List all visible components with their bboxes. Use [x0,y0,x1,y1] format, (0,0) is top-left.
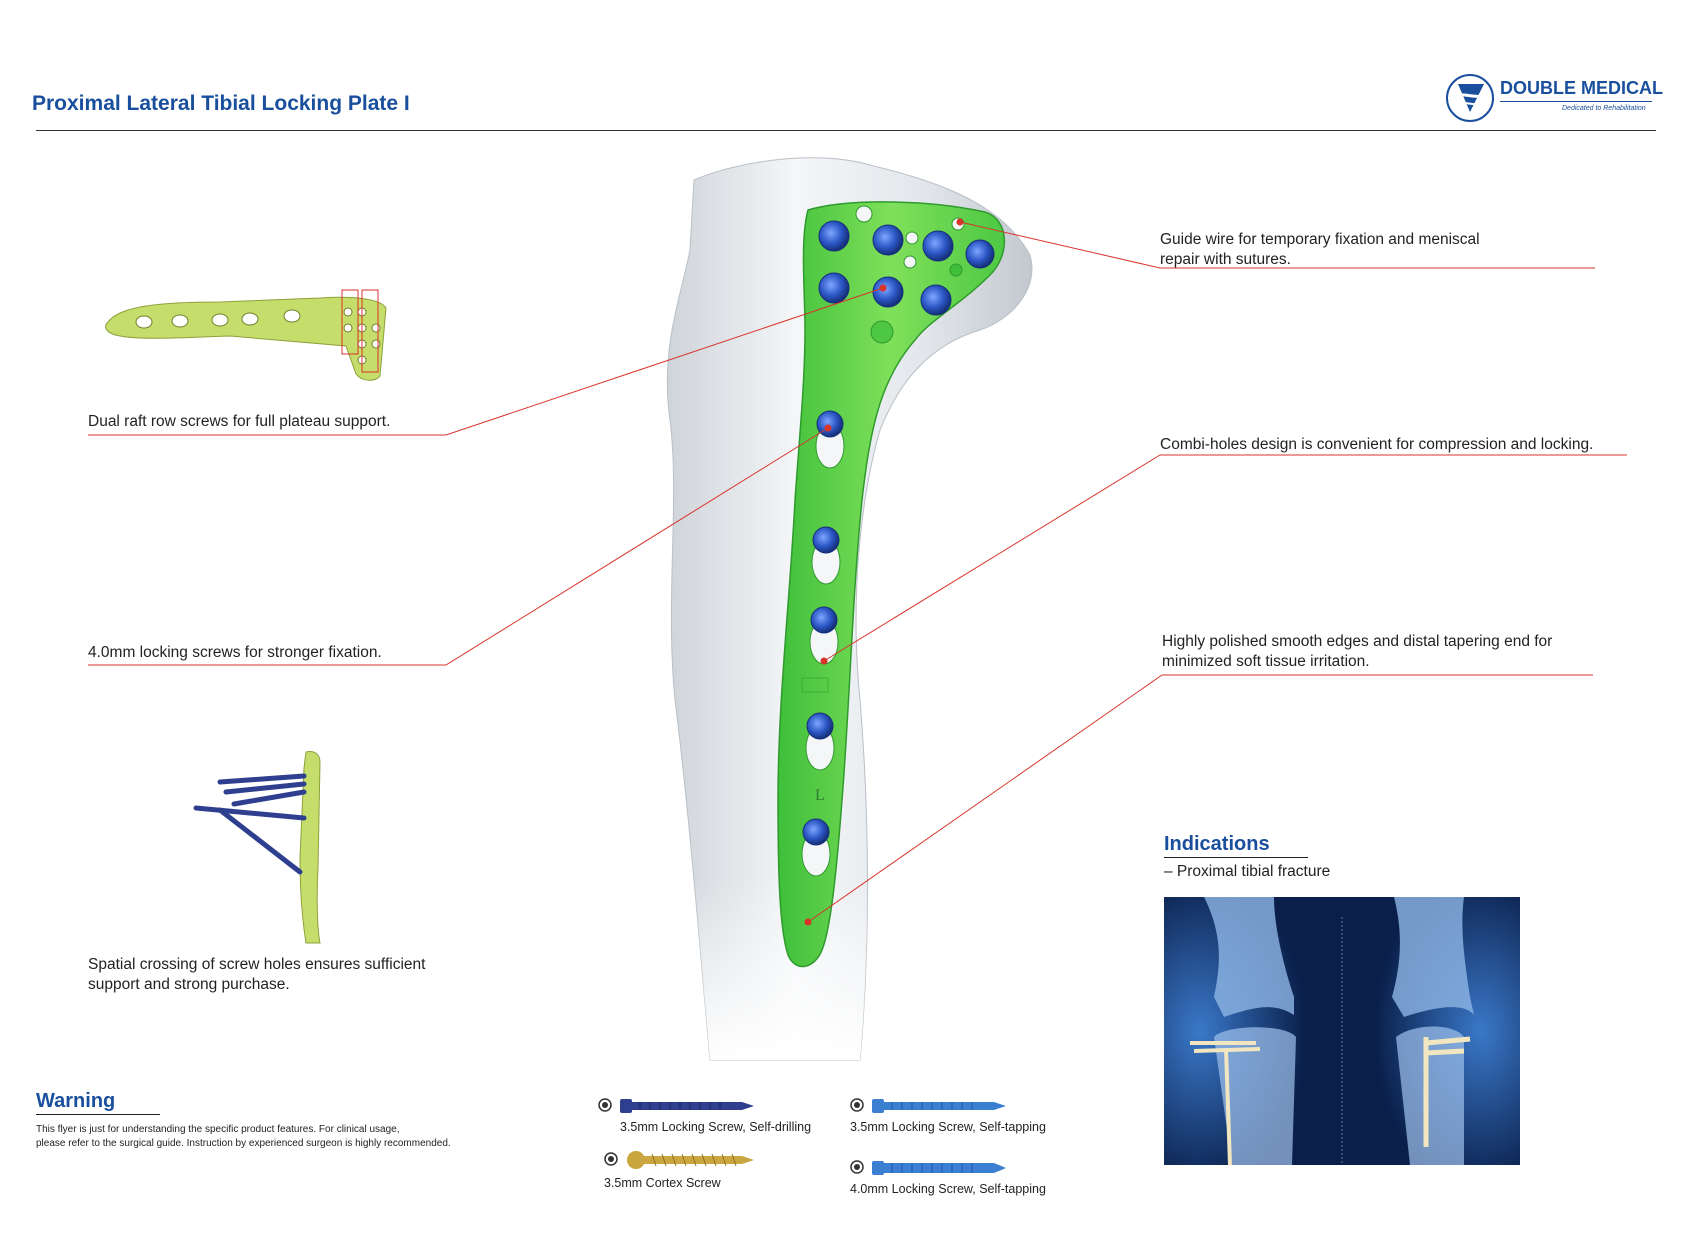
bullet-icon [850,1160,864,1174]
screw-label: 4.0mm Locking Screw, Self-tapping [850,1182,1046,1196]
locking-plate [777,201,1006,968]
plate-side-view [193,751,321,944]
plate-top-view [105,289,387,381]
feature-polished-line2: minimized soft tissue irritation. [1162,653,1370,670]
feature-dual-raft: Dual raft row screws for full plateau su… [88,413,391,430]
shaft-combi-holes [801,410,845,877]
screw-label: 3.5mm Locking Screw, Self-tapping [850,1120,1046,1134]
xray-image [1164,897,1520,1166]
logo-tagline: Dedicated to Rehabilitation [1562,105,1646,112]
warning-heading: Warning [36,1090,116,1112]
screw-label: 3.5mm Cortex Screw [604,1176,721,1190]
bullet-icon [850,1098,864,1112]
feature-polished-edges: Highly polished smooth edges and distal … [1162,632,1552,672]
feature-spatial-crossing: Spatial crossing of screw holes ensures … [88,955,425,995]
locking-screw-self-tapping-icon [872,1099,1006,1113]
warning-rule [36,1114,160,1115]
screw-head [872,224,904,256]
indications-rule [1164,857,1308,858]
feature-locking-screws: 4.0mm locking screws for stronger fixati… [88,644,382,661]
screw-head [816,410,844,438]
indication-item: – Proximal tibial fracture [1164,863,1331,880]
warning-text: This flyer is just for understanding the… [36,1123,451,1151]
logo-mark-icon [1446,74,1494,122]
screw-head [802,818,830,846]
screw-head [922,230,954,262]
warning-line1: This flyer is just for understanding the… [36,1124,400,1135]
screw-item: 4.0mm Locking Screw, Self-tapping [850,1158,1070,1198]
logo-name: DOUBLE MEDICAL [1500,78,1663,98]
locking-screw-self-drilling-icon [620,1099,754,1113]
screw-head [812,526,840,554]
indications-heading: Indications [1164,833,1270,855]
screw-item: 3.5mm Locking Screw, Self-drilling [598,1096,818,1136]
bullet-icon [604,1152,618,1166]
callout-lines [88,221,1627,923]
logo-rule [1500,101,1652,102]
screw-item: 3.5mm Locking Screw, Self-tapping [850,1096,1070,1136]
screw-head [920,284,952,316]
feature-spatial-line2: support and strong purchase. [88,976,290,993]
feature-guide-wire-line1: Guide wire for temporary fixation and me… [1160,231,1480,248]
screw-head [806,712,834,740]
header-divider [36,130,1656,131]
bullet-icon [598,1098,612,1112]
feature-guide-wire: Guide wire for temporary fixation and me… [1160,230,1480,270]
feature-combi-holes: Combi-holes design is convenient for com… [1160,436,1594,453]
feature-spatial-line1: Spatial crossing of screw holes ensures … [88,956,426,973]
screw-head [818,220,850,252]
screw-label: 3.5mm Locking Screw, Self-drilling [620,1120,812,1134]
screw-head [965,239,995,269]
feature-guide-wire-line2: repair with sutures. [1160,251,1291,268]
warning-line2: please refer to the surgical guide. Inst… [36,1138,451,1149]
callout-dots [804,218,964,926]
feature-polished-line1: Highly polished smooth edges and distal … [1162,633,1553,650]
screw-head [872,276,904,308]
screw-item: 3.5mm Cortex Screw [604,1150,824,1190]
proximal-screws [818,220,995,316]
screw-head [818,272,850,304]
cortex-screw-icon [627,1151,754,1169]
locking-screw-4mm-icon [872,1161,1006,1175]
page-title: Proximal Lateral Tibial Locking Plate I [32,92,410,115]
brand-logo: DOUBLE MEDICAL Dedicated to Rehabilitati… [1444,72,1663,124]
screw-head [810,606,838,634]
plate-side-marking: L [815,787,825,804]
